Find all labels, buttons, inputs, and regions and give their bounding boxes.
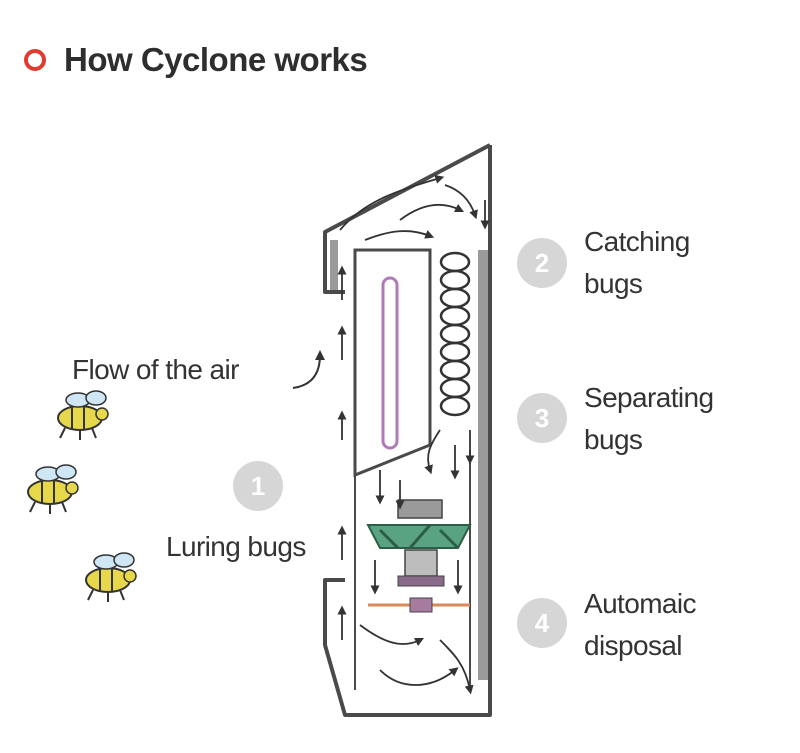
uv-lamp xyxy=(381,276,399,450)
fan-assembly xyxy=(366,499,472,613)
page-title: How Cyclone works xyxy=(64,41,368,78)
step-4-number: 4 xyxy=(517,598,567,648)
step-1-number: 1 xyxy=(233,461,283,511)
step-4-label-line1: Automaic xyxy=(584,588,697,619)
header: How Cyclone works xyxy=(24,40,368,80)
step-3-number: 3 xyxy=(517,393,567,443)
airflow-arrows xyxy=(337,174,490,695)
air-flow-pointer xyxy=(292,350,325,389)
bug-icon xyxy=(27,464,79,514)
step-4-label-line2: disposal xyxy=(584,630,683,661)
bug-icon xyxy=(57,390,109,440)
step-2-number: 2 xyxy=(517,238,567,288)
step-1-label: Luring bugs xyxy=(166,531,306,562)
step-2-label-line1: Catching xyxy=(584,226,690,257)
left-rail-top xyxy=(330,240,338,290)
title-bullet-icon xyxy=(24,49,46,71)
catching-coil xyxy=(439,251,471,417)
step-2-label-line2: bugs xyxy=(584,268,643,299)
air-flow-label: Flow of the air xyxy=(72,354,239,385)
right-rail xyxy=(478,250,488,680)
bug-icon xyxy=(85,552,137,602)
step-3-label-line1: Separating xyxy=(584,382,714,413)
step-3-label-line2: bugs xyxy=(584,424,643,455)
